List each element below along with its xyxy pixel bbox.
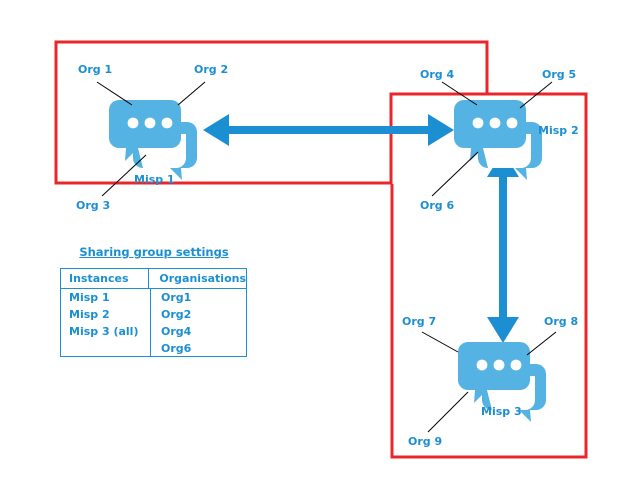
leader-line-org2 — [177, 81, 206, 106]
leader-line-org5 — [519, 81, 553, 109]
cell-instance — [61, 340, 151, 357]
column-header-organisations: Organisations — [159, 272, 246, 285]
leader-line-org3 — [101, 154, 147, 197]
column-header-instances: Instances — [61, 269, 150, 288]
cell-organisation: Org6 — [161, 342, 192, 355]
org-label-org7: Org 7 — [402, 315, 437, 328]
sharing-group-settings-table: Instances Organisations Misp 1 Org1 Misp… — [60, 268, 247, 357]
cell-instance: Misp 3 (all) — [61, 323, 151, 340]
instance-label-misp2: Misp 2 — [538, 124, 579, 137]
sharing-group-settings-title: Sharing group settings — [79, 245, 229, 259]
leader-line-org4 — [441, 81, 478, 106]
org-label-org2: Org 2 — [194, 63, 229, 76]
instance-label-misp1: Misp 1 — [134, 173, 175, 186]
cell-organisation: Org2 — [161, 308, 192, 321]
org-label-org8: Org 8 — [544, 315, 579, 328]
sharing-group-box-left — [54, 40, 489, 185]
cell-instance: Misp 1 — [61, 289, 151, 306]
table-row: Misp 1 Org1 — [61, 289, 246, 306]
table-row: Misp 2 Org2 — [61, 306, 246, 323]
misp-1-icon — [109, 100, 197, 180]
leader-line-org8 — [526, 331, 557, 356]
leader-line-org1 — [96, 81, 133, 106]
sharing-group-box-right — [390, 92, 588, 459]
instance-label-misp3: Misp 3 — [481, 405, 522, 418]
leader-line-org9 — [427, 391, 469, 433]
leader-lines — [96, 81, 557, 433]
table-row: Misp 3 (all) Org4 — [61, 323, 246, 340]
table-header-row: Instances Organisations — [61, 269, 246, 289]
org-label-org4: Org 4 — [420, 68, 455, 81]
org-label-org1: Org 1 — [78, 63, 113, 76]
org-label-org5: Org 5 — [542, 68, 577, 81]
org-label-org9: Org 9 — [408, 435, 443, 448]
org-label-org3: Org 3 — [76, 199, 111, 212]
cell-organisation: Org1 — [161, 291, 192, 304]
cell-instance: Misp 2 — [61, 306, 151, 323]
leader-line-org6 — [431, 151, 479, 197]
connection-arrow-misp2-misp3 — [487, 151, 519, 343]
connection-arrow-misp1-misp2 — [203, 114, 454, 146]
leader-line-org7 — [421, 331, 459, 353]
org-label-org6: Org 6 — [420, 199, 455, 212]
cell-organisation: Org4 — [161, 325, 192, 338]
table-row: Org6 — [61, 340, 246, 357]
misp-2-icon — [454, 100, 542, 180]
